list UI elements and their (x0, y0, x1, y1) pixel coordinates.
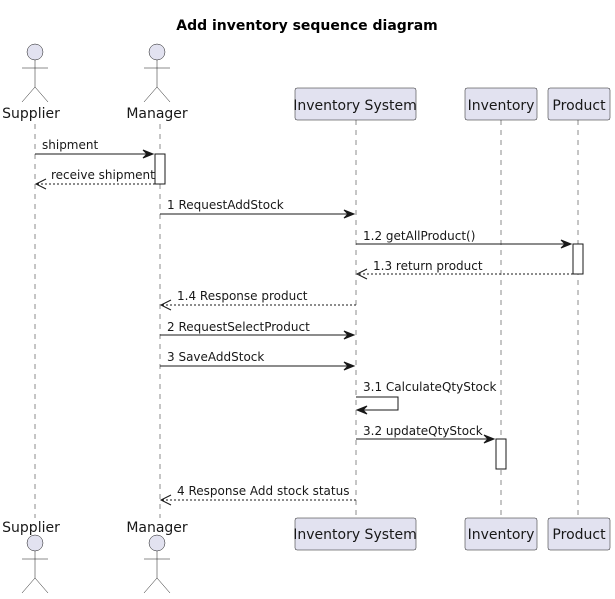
participant-label-inventory: Inventory (468, 527, 535, 543)
message-request-select-product: 2 RequestSelectProduct (160, 320, 356, 340)
actor-label-supplier: Supplier (2, 520, 60, 536)
participant-inventory-system-bottom: Inventory System (293, 517, 417, 551)
message-shipment: shipment (35, 138, 155, 159)
participant-inventory-system-top: Inventory System (293, 87, 417, 121)
message-label: 2 RequestSelectProduct (167, 320, 310, 334)
participant-inventory-top: Inventory (464, 87, 538, 121)
actor-manager-bottom: Manager (126, 520, 188, 594)
diagram-title: Add inventory sequence diagram (176, 18, 438, 34)
activation-product (572, 243, 584, 275)
actor-label-manager: Manager (126, 106, 188, 122)
participant-label-inventory-system: Inventory System (293, 527, 417, 543)
participant-label-inventory: Inventory (468, 98, 535, 114)
message-request-add-stock: 1 RequestAddStock (160, 198, 356, 219)
message-get-all-product: 1.2 getAllProduct() (356, 229, 573, 249)
actor-supplier-top: Supplier (2, 43, 60, 122)
participant-product-bottom: Product (547, 517, 611, 551)
actor-head-icon (26, 534, 44, 552)
actor-head-icon (26, 43, 44, 61)
actor-head-icon (148, 43, 166, 61)
message-return-product: 1.3 return product (355, 259, 573, 280)
actor-head-icon (148, 534, 166, 552)
message-label: 3.2 updateQtyStock (363, 424, 483, 438)
participant-label-inventory-system: Inventory System (293, 98, 417, 114)
message-label: 1.3 return product (373, 259, 483, 273)
activation-manager (154, 153, 166, 185)
message-label: 1.2 getAllProduct() (363, 229, 475, 243)
actor-supplier-bottom: Supplier (2, 520, 60, 594)
message-label: receive shipment (51, 168, 155, 182)
message-response-product: 1.4 Response product (159, 289, 356, 311)
message-update-qty-stock: 3.2 updateQtyStock (356, 424, 496, 444)
message-receive-shipment: receive shipment (34, 168, 155, 190)
message-label: 1 RequestAddStock (167, 198, 284, 212)
message-label: 4 Response Add stock status (177, 484, 349, 498)
activation-inventory (495, 438, 507, 470)
message-response-add-stock-status: 4 Response Add stock status (159, 484, 356, 506)
participant-inventory-bottom: Inventory (464, 517, 538, 551)
message-label: shipment (42, 138, 98, 152)
message-save-add-stock: 3 SaveAddStock (160, 350, 356, 371)
actor-label-supplier: Supplier (2, 106, 60, 122)
participant-label-product: Product (552, 527, 606, 543)
actor-label-manager: Manager (126, 520, 188, 536)
actor-manager-top: Manager (126, 43, 188, 122)
participant-label-product: Product (552, 98, 606, 114)
message-calculate-qty-stock: 3.1 CalculateQtyStock (355, 380, 496, 415)
message-label: 1.4 Response product (177, 289, 308, 303)
message-label: 3.1 CalculateQtyStock (363, 380, 496, 394)
message-label: 3 SaveAddStock (167, 350, 264, 364)
participant-product-top: Product (547, 87, 611, 121)
